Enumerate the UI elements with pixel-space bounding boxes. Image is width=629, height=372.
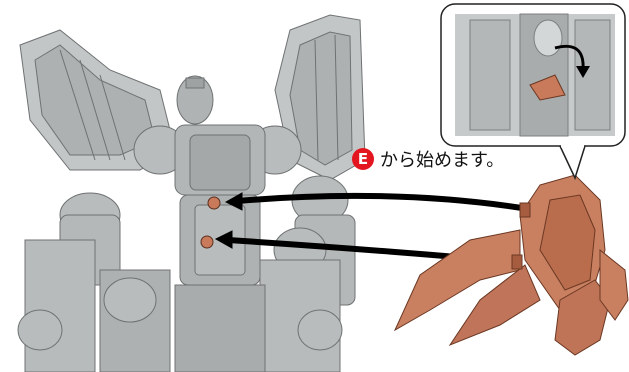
step-badge: E xyxy=(352,148,374,170)
robot-figure xyxy=(17,14,366,372)
copper-part xyxy=(393,174,629,356)
curved-arrow-icon xyxy=(554,44,590,78)
instruction-text-row: E から始めます。 xyxy=(352,146,504,172)
callout-box xyxy=(440,3,626,181)
instruction-text: から始めます。 xyxy=(380,150,505,171)
